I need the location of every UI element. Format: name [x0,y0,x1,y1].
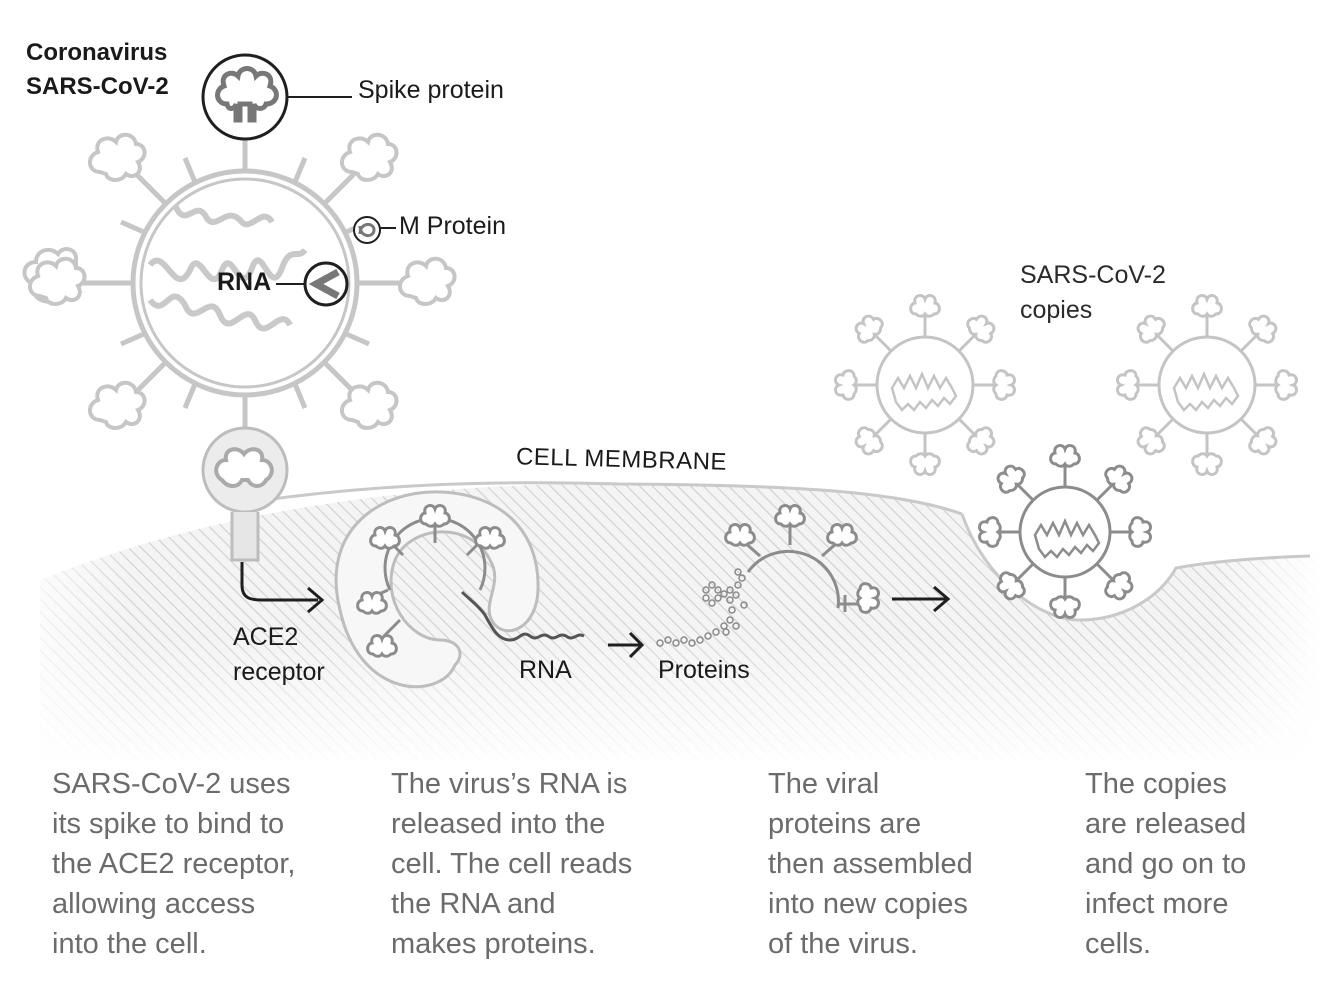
step-line: The virus’s RNA is [391,768,628,800]
copies-label-line-2: copies [1020,296,1093,324]
title-line-1: Coronavirus [26,39,168,66]
virus-copy-2 [1116,294,1298,476]
m-protein-inset [353,216,396,244]
step-2-description: The virus’s RNA is released into the cel… [391,764,632,964]
spike-inset [201,53,352,141]
rna-strand [460,590,585,642]
copies-label-line-1: SARS-CoV-2 [1020,261,1166,289]
ace2-label-line-2: receptor [233,658,325,686]
rna-cell-label: RNA [519,656,572,684]
title-line-2: SARS-CoV-2 [26,73,169,100]
proteins-label: Proteins [658,656,750,684]
endosome [334,490,540,689]
step-4-description: The copies are released and go on to inf… [1085,764,1246,964]
step-line: cell. The cell reads [391,848,633,880]
step-line: released into the [391,808,606,840]
step-line: its spike to bind to [52,808,285,840]
cell-membrane [0,470,1322,770]
step-line: SARS-CoV-2 uses [52,768,291,800]
step-line: infect more [1085,888,1229,920]
big-virus [22,132,457,430]
assembling-virus [724,504,880,614]
rna-virus-label: RNA [217,268,272,296]
rna-inset [276,261,349,307]
step-line: into new copies [768,888,968,920]
virus-copy-1 [834,294,1016,476]
arrow-3 [892,585,951,613]
step-line: the ACE2 receptor, [52,848,296,880]
step-line: into the cell. [52,928,207,960]
ace2-label-line-1: ACE2 [233,623,299,651]
spike-protein-label: Spike protein [358,76,504,104]
cell-membrane-label: CELL MEMBRANE [515,443,728,476]
step-line: of the virus. [768,928,918,960]
step-line: cells. [1085,928,1152,960]
step-line: proteins are [768,808,922,840]
step-line: then assembled [768,848,973,880]
diagram-title: Coronavirus SARS-CoV-2 [26,36,169,104]
step-line: are released [1085,808,1247,840]
step-line: allowing access [52,888,256,920]
step-line: The copies [1085,768,1227,800]
step-line: makes proteins. [391,928,596,960]
budding-virus [978,444,1152,619]
arrow-2 [608,631,645,659]
ace2-label: ACE2 receptor [233,620,325,690]
step-line: The viral [768,768,880,800]
step-3-description: The viral proteins are then assembled in… [768,764,973,964]
step-line: and go on to [1085,848,1247,880]
step-1-description: SARS-CoV-2 uses its spike to bind to the… [52,764,295,964]
copies-label: SARS-CoV-2 copies [1020,258,1166,328]
ace2-receptor [201,426,325,614]
protein-beads [656,568,748,647]
m-protein-label: M Protein [399,212,506,240]
step-line: the RNA and [391,888,556,920]
